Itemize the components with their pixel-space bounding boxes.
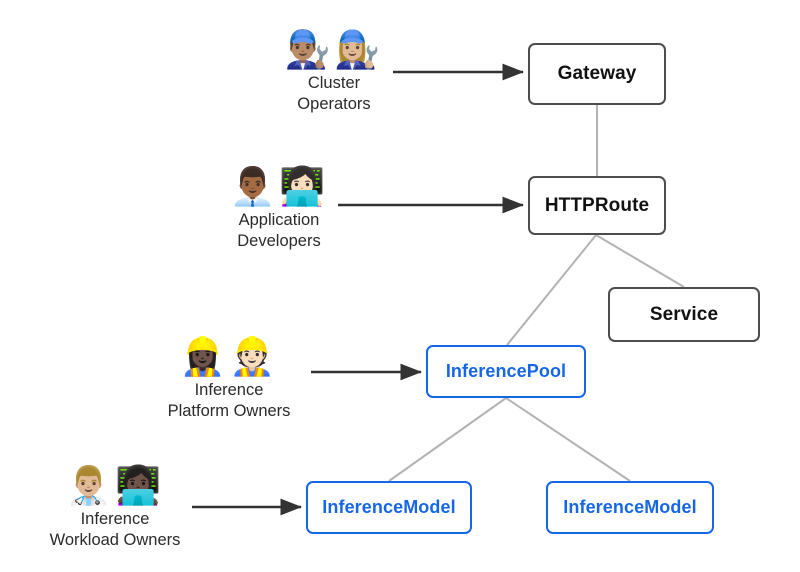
node-service[interactable]: Service: [608, 287, 760, 342]
actor-people-icon: 👷🏿‍♀️👷🏻: [179, 335, 279, 378]
node-label: Service: [649, 303, 719, 325]
actor-people-icon: 👨🏼‍⚕️👩🏿‍💻: [65, 464, 165, 507]
edge-httproute-inferencepool: [506, 234, 597, 346]
node-label: InferencePool: [445, 361, 567, 381]
actor-label: Inference Workload Owners: [49, 510, 181, 549]
actor-people-icon: 👨🏾‍💼👩🏻‍💻: [229, 165, 329, 208]
actor-inference-platform-owners: 👷🏿‍♀️👷🏻Inference Platform Owners: [168, 335, 291, 422]
node-gateway[interactable]: Gateway: [528, 43, 666, 105]
node-httproute[interactable]: HTTPRoute: [528, 176, 666, 235]
node-label: InferenceModel: [322, 497, 456, 517]
edge-inferencepool-inferencemodel2: [505, 397, 631, 482]
node-inferencemodel1[interactable]: InferenceModel: [306, 481, 472, 534]
edge-httproute-service: [595, 234, 685, 288]
edge-inferencepool-inferencemodel1: [388, 397, 507, 482]
actor-label: Inference Platform Owners: [167, 381, 291, 420]
actor-people-icon: 👨🏽‍🔧👩🏼‍🔧: [284, 28, 384, 71]
actor-cluster-operators: 👨🏽‍🔧👩🏼‍🔧Cluster Operators: [285, 28, 383, 115]
actor-label: Cluster Operators: [297, 74, 371, 113]
node-inferencepool[interactable]: InferencePool: [426, 345, 586, 398]
node-label: HTTPRoute: [544, 194, 650, 216]
actor-inference-workload-owners: 👨🏼‍⚕️👩🏿‍💻Inference Workload Owners: [50, 464, 181, 551]
node-inferencemodel2[interactable]: InferenceModel: [546, 481, 714, 534]
actor-label: Application Developers: [237, 211, 321, 250]
actor-application-developers: 👨🏾‍💼👩🏻‍💻Application Developers: [230, 165, 328, 252]
node-label: Gateway: [557, 63, 637, 84]
node-label: InferenceModel: [563, 497, 697, 517]
